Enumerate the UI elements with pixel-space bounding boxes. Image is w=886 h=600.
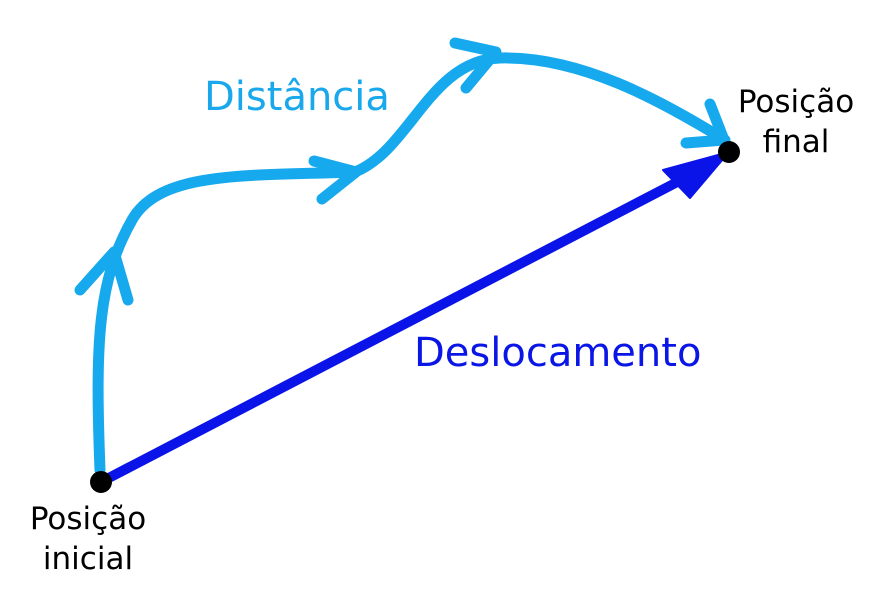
initial-position-label-line1: Posição <box>29 501 147 537</box>
distance-arrow-1 <box>74 246 134 306</box>
initial-position-label: Posição inicial <box>18 499 158 579</box>
distance-label: Distância <box>204 74 390 120</box>
displacement-vector-shaft <box>96 173 690 487</box>
initial-position-label-line2: inicial <box>42 541 134 577</box>
final-position-label-line1: Posição <box>737 84 855 120</box>
final-position-point <box>718 141 740 163</box>
distance-arrow-3 <box>449 37 502 94</box>
distance-arrow-2 <box>308 155 362 205</box>
displacement-label: Deslocamento <box>414 330 702 376</box>
displacement-vector-head <box>662 151 730 199</box>
distance-path <box>92 52 731 476</box>
final-position-label-line2: final <box>762 124 830 160</box>
distance-arrow-4 <box>680 98 730 149</box>
initial-position-point <box>90 471 112 493</box>
final-position-label: Posição final <box>736 82 856 162</box>
